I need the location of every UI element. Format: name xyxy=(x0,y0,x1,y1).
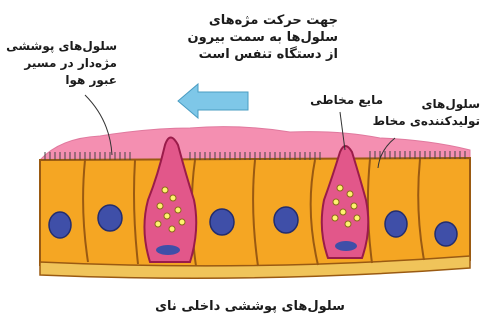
label-direction: جهت حرکت مژه‌های سلول‌ها به سمت بیرون از… xyxy=(130,12,338,63)
label-ciliated-cells: سلول‌های پوششی مژه‌دار در مسیر عبور هوا xyxy=(2,38,117,89)
label-goblet-cells: سلول‌های تولیدکننده‌ی مخاط xyxy=(360,96,480,130)
caption: سلول‌های پوششی داخلی نای xyxy=(150,298,350,315)
arrow-icon xyxy=(178,84,248,118)
